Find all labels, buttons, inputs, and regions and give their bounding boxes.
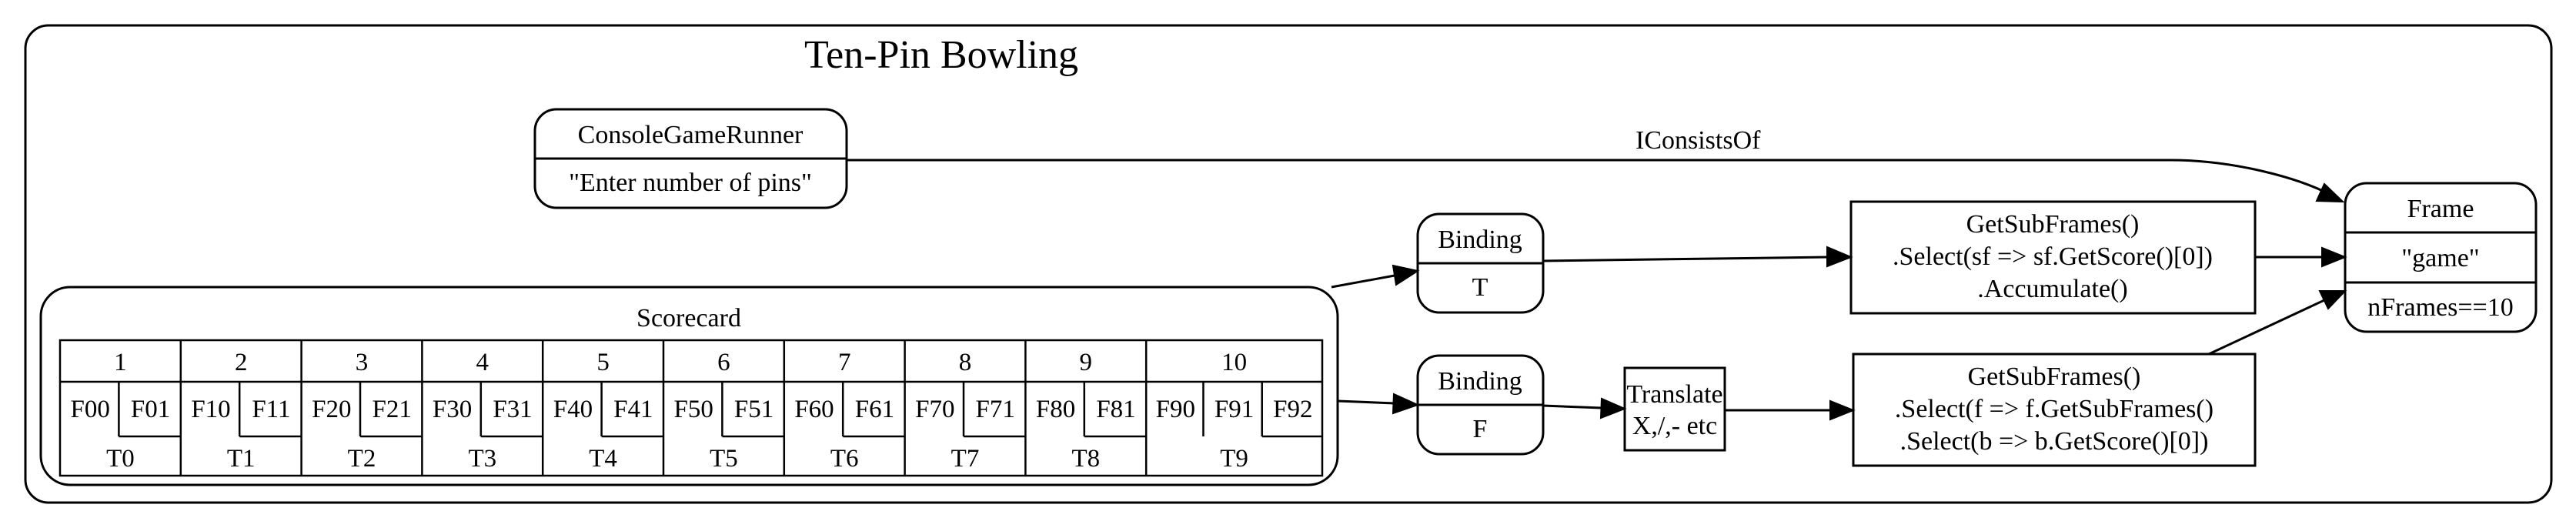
ball-cell: F30: [433, 396, 472, 423]
ball-cell: F21: [373, 396, 412, 423]
console-game-runner-node: ConsoleGameRunner "Enter number of pins": [533, 108, 848, 209]
frame-number: 1: [114, 349, 127, 376]
binding-t-value: T: [1472, 273, 1488, 302]
ball-cell: F71: [976, 396, 1015, 423]
query-top-line2: .Select(sf => sf.GetScore()[0]): [1893, 242, 2213, 271]
ball-cell: F10: [191, 396, 230, 423]
query-top-line1: GetSubFrames(): [1966, 210, 2140, 239]
diagram-title: Ten-Pin Bowling: [804, 33, 1078, 77]
frame-total: T0: [106, 445, 135, 473]
binding-f-name: Binding: [1438, 367, 1522, 396]
frame-total: T4: [589, 445, 617, 473]
frame-total: T2: [348, 445, 376, 473]
binding-f-value: F: [1473, 415, 1488, 443]
binding-f-node: Binding F: [1416, 354, 1545, 456]
query-top-node: GetSubFrames() .Select(sf => sf.GetScore…: [1849, 200, 2257, 315]
console-runner-prompt: "Enter number of pins": [569, 169, 812, 197]
scorecard-table: [58, 339, 1324, 477]
edge-translate-query-bottom-arrow: [1829, 399, 1856, 421]
frame-number: 6: [717, 349, 730, 376]
translate-line1: Translate: [1626, 380, 1722, 409]
ball-cell: F31: [493, 396, 532, 423]
ball-cell: F11: [252, 396, 290, 423]
frame-total: T1: [227, 445, 256, 473]
edge-scorecard-binding-t: [1331, 274, 1395, 289]
ball-cell: F61: [855, 396, 894, 423]
query-bottom-line2: .Select(f => f.GetSubFrames(): [1895, 395, 2213, 423]
frame-number: 7: [838, 349, 851, 376]
ball-cell: F00: [71, 396, 110, 423]
ball-cell: F01: [131, 396, 170, 423]
edge-scorecard-binding-t-arrow: [1392, 264, 1420, 286]
frame-constraint: nFrames==10: [2367, 293, 2513, 322]
frame-total: T6: [830, 445, 859, 473]
edge-binding-f-translate: [1542, 404, 1602, 409]
edge-query-bottom-frame: [2208, 299, 2325, 356]
ball-cell: F40: [553, 396, 593, 423]
ball-cell: F60: [794, 396, 834, 423]
frame-name: Frame: [2407, 195, 2474, 223]
iconsistsof-label: IConsistsOf: [1635, 126, 1761, 155]
query-bottom-line1: GetSubFrames(): [1968, 363, 2141, 391]
frame-number: 3: [356, 349, 369, 376]
edge-scorecard-binding-f-arrow: [1392, 393, 1420, 415]
translate-line2: X,/,- etc: [1632, 412, 1717, 440]
frame-number: 8: [959, 349, 972, 376]
edge-binding-f-translate-arrow: [1599, 397, 1627, 419]
scorecard-label: Scorecard: [636, 304, 741, 333]
frame-total: T9: [1220, 445, 1248, 473]
query-top-line3: .Accumulate(): [1977, 275, 2127, 303]
edge-query-bottom-frame-arrow: [2318, 290, 2347, 310]
edge-binding-t-query-top-arrow: [1826, 246, 1853, 268]
binding-t-name: Binding: [1438, 226, 1522, 254]
frame-number: 9: [1080, 349, 1093, 376]
frame-number: 2: [235, 349, 248, 376]
query-bottom-line3: .Select(b => b.GetScore()[0]): [1900, 427, 2209, 456]
translate-node: Translate X,/,- etc: [1623, 366, 1726, 452]
edge-scorecard-binding-f: [1337, 399, 1395, 405]
ball-cell: F91: [1214, 396, 1254, 423]
ball-cell: F20: [312, 396, 351, 423]
frame-node: Frame "game" nFrames==10: [2344, 182, 2538, 333]
ball-cell: F70: [915, 396, 954, 423]
ball-cell: F50: [674, 396, 713, 423]
frame-total: T5: [710, 445, 738, 473]
frame-value: "game": [2401, 244, 2479, 272]
iconsistsof-arrowhead: [2315, 182, 2345, 203]
frame-number: 5: [596, 349, 610, 376]
frame-total: T7: [951, 445, 980, 473]
iconsistsof-edge: [847, 159, 2333, 197]
query-bottom-node: GetSubFrames() .Select(f => f.GetSubFram…: [1852, 353, 2257, 467]
ball-cell: F92: [1273, 396, 1312, 423]
edges: [1331, 246, 2347, 421]
ball-cell: F51: [734, 396, 773, 423]
console-runner-name: ConsoleGameRunner: [578, 121, 804, 149]
binding-t-node: Binding T: [1416, 212, 1545, 314]
edge-binding-t-query-top: [1542, 256, 1829, 262]
edge-query-top-frame-arrow: [2321, 246, 2347, 268]
frame-number: 10: [1221, 349, 1247, 376]
ball-cell: F90: [1156, 396, 1195, 423]
frame-total: T8: [1071, 445, 1100, 473]
ball-cell: F81: [1096, 396, 1135, 423]
ball-cell: F41: [613, 396, 653, 423]
frame-number: 4: [476, 349, 489, 376]
ball-cell: F80: [1036, 396, 1075, 423]
frame-total: T3: [468, 445, 496, 473]
